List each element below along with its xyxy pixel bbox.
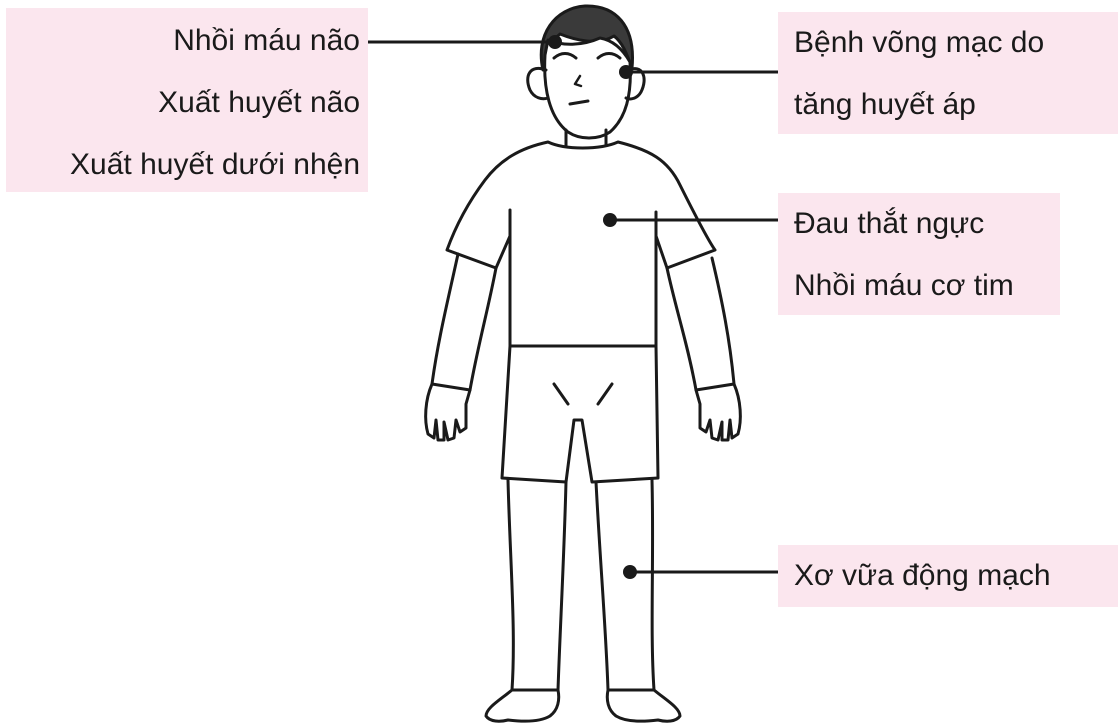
label-cerebral-hemorrhage: Xuất huyết não [6, 72, 360, 134]
label-myocardial-infarction: Nhồi máu cơ tim [794, 255, 1060, 317]
left-hand [426, 384, 470, 440]
right-arm [667, 258, 734, 390]
marker-dot-brain [548, 35, 562, 49]
left-leg [508, 480, 566, 690]
marker-dot-heart [603, 213, 617, 227]
right-leg [596, 480, 654, 690]
face [545, 38, 631, 138]
shorts [502, 346, 658, 482]
label-angina: Đau thắt ngực [794, 193, 1060, 255]
marker-dot-artery [623, 565, 637, 579]
marker-dot-retina [619, 65, 633, 79]
brain-conditions-label: Nhồi máu não Xuất huyết não Xuất huyết d… [6, 8, 368, 192]
left-arm [432, 254, 496, 390]
label-subarachnoid-hemorrhage: Xuất huyết dưới nhện [6, 134, 360, 196]
heart-conditions-label: Đau thắt ngực Nhồi máu cơ tim [778, 193, 1060, 315]
label-cerebral-infarction: Nhồi máu não [6, 10, 360, 72]
artery-condition-label: Xơ vữa động mạch [778, 545, 1118, 607]
right-hand [696, 384, 740, 440]
label-retinopathy-line2: tăng huyết áp [794, 74, 1118, 136]
retina-condition-label: Bệnh võng mạc do tăng huyết áp [778, 12, 1118, 134]
label-retinopathy-line1: Bệnh võng mạc do [794, 12, 1118, 74]
left-foot [486, 690, 559, 721]
right-foot [607, 690, 680, 721]
label-atherosclerosis: Xơ vữa động mạch [794, 545, 1118, 607]
